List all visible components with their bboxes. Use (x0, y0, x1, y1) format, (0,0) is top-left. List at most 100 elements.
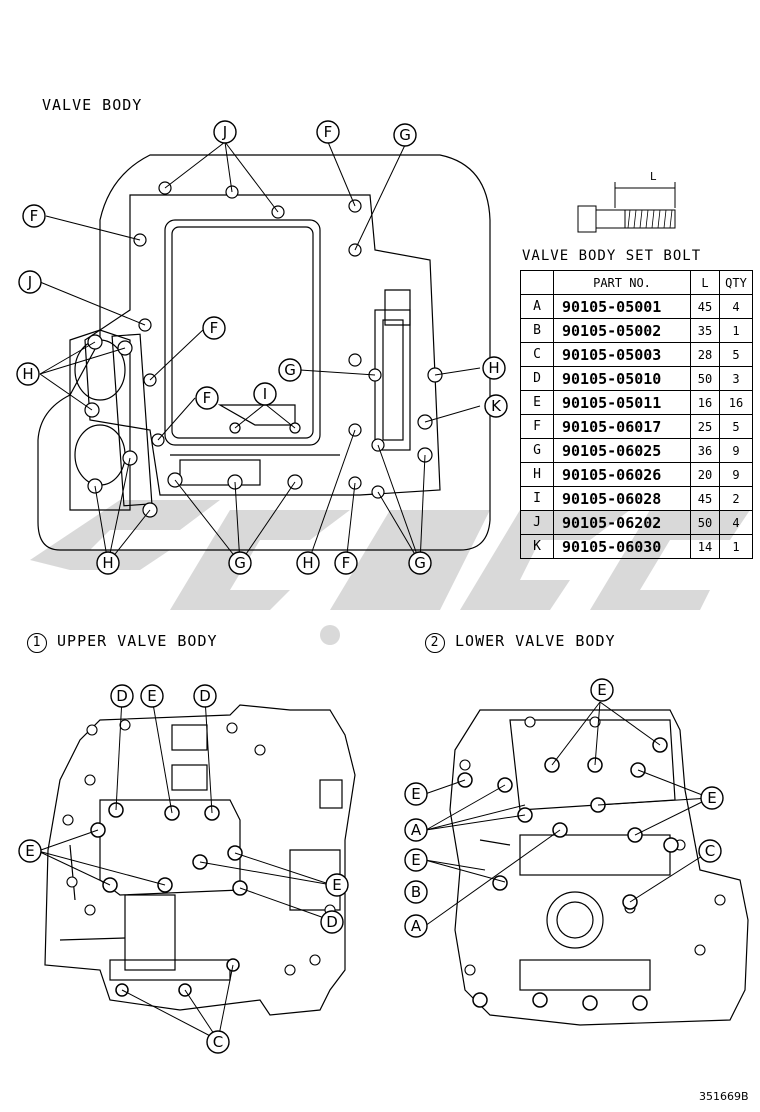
callout-label-e: E (411, 785, 420, 803)
callout-circle-g (393, 123, 417, 147)
row-qty: 2 (719, 486, 753, 511)
row-code: D (520, 366, 554, 391)
callout-label-f: F (342, 554, 351, 572)
col-header-code (520, 270, 554, 295)
callout-circle-d (193, 684, 217, 708)
row-length: 14 (690, 534, 720, 559)
callout-circle-h (296, 551, 320, 575)
callout-label-g: G (234, 554, 246, 572)
row-code: G (520, 438, 554, 463)
callout-circle-f (316, 120, 340, 144)
lower-valve-body-label: LOWER VALVE BODY (455, 632, 616, 650)
row-code: J (520, 510, 554, 535)
callout-circle-j (18, 270, 42, 294)
callout-label-e: E (411, 851, 420, 869)
row-length: 45 (690, 486, 720, 511)
callout-circle-b (404, 880, 428, 904)
row-length: 16 (690, 390, 720, 415)
callout-circle-a (404, 914, 428, 938)
row-part-no: 90105-05003 (553, 342, 691, 367)
callout-circle-c (206, 1030, 230, 1054)
row-length: 25 (690, 414, 720, 439)
bolt-diagram: L (577, 170, 676, 233)
callout-label-g: G (399, 126, 411, 144)
callout-label-e: E (332, 876, 341, 894)
row-length: 36 (690, 438, 720, 463)
callout-label-h: H (302, 554, 313, 572)
callout-circle-h (96, 551, 120, 575)
col-header-length: L (690, 270, 720, 295)
row-part-no: 90105-06028 (553, 486, 691, 511)
row-qty: 9 (719, 438, 753, 463)
callout-label-a: A (411, 821, 422, 839)
table-header-row: PART NO. L QTY (520, 270, 753, 295)
callout-circle-c (698, 839, 722, 863)
callout-circle-e (700, 786, 724, 810)
callout-circle-a (404, 818, 428, 842)
page-title: VALVE BODY (42, 96, 143, 114)
row-code: C (520, 342, 554, 367)
callout-label-h: H (22, 365, 33, 383)
callout-circle-d (320, 910, 344, 934)
callout-label-h: H (102, 554, 113, 572)
row-length: 50 (690, 510, 720, 535)
row-length: 45 (690, 294, 720, 319)
table-title: VALVE BODY SET BOLT (522, 248, 702, 264)
upper-number-badge: 1 (27, 633, 47, 653)
figure-id: 351669B (699, 1090, 749, 1103)
callout-circle-g (408, 551, 432, 575)
row-length: 35 (690, 318, 720, 343)
row-length: 20 (690, 462, 720, 487)
callout-circle-g (278, 358, 302, 382)
callout-circle-f (22, 204, 46, 228)
row-code: A (520, 294, 554, 319)
row-qty: 1 (719, 318, 753, 343)
callout-label-d: D (326, 913, 338, 931)
callout-circle-e (404, 848, 428, 872)
row-part-no: 90105-06017 (553, 414, 691, 439)
callout-circle-j (213, 120, 237, 144)
callout-circle-f (202, 316, 226, 340)
callout-label-e: E (147, 687, 156, 705)
row-qty: 5 (719, 414, 753, 439)
oil-pan-outline (37, 154, 491, 551)
row-qty: 5 (719, 342, 753, 367)
row-code: K (520, 534, 554, 559)
callout-circle-i (253, 382, 277, 406)
callout-label-e: E (25, 842, 34, 860)
callout-label-f: F (210, 319, 219, 337)
callout-label-j: J (222, 123, 227, 141)
callout-label-b: B (411, 883, 421, 901)
callout-label-g: G (414, 554, 426, 572)
row-part-no: 90105-05011 (553, 390, 691, 415)
row-code: H (520, 462, 554, 487)
row-part-no: 90105-05001 (553, 294, 691, 319)
callout-label-c: C (705, 842, 715, 860)
row-qty: 3 (719, 366, 753, 391)
upper-valve-body-label: UPPER VALVE BODY (57, 632, 218, 650)
col-header-part: PART NO. (553, 270, 691, 295)
row-part-no: 90105-06030 (553, 534, 691, 559)
row-part-no: 90105-05002 (553, 318, 691, 343)
callout-label-d: D (116, 687, 128, 705)
callout-label-f: F (30, 207, 39, 225)
row-qty: 16 (719, 390, 753, 415)
callout-circle-k (484, 394, 508, 418)
callout-label-e: E (597, 681, 606, 699)
row-code: B (520, 318, 554, 343)
row-part-no: 90105-06026 (553, 462, 691, 487)
row-length: 28 (690, 342, 720, 367)
row-code: F (520, 414, 554, 439)
